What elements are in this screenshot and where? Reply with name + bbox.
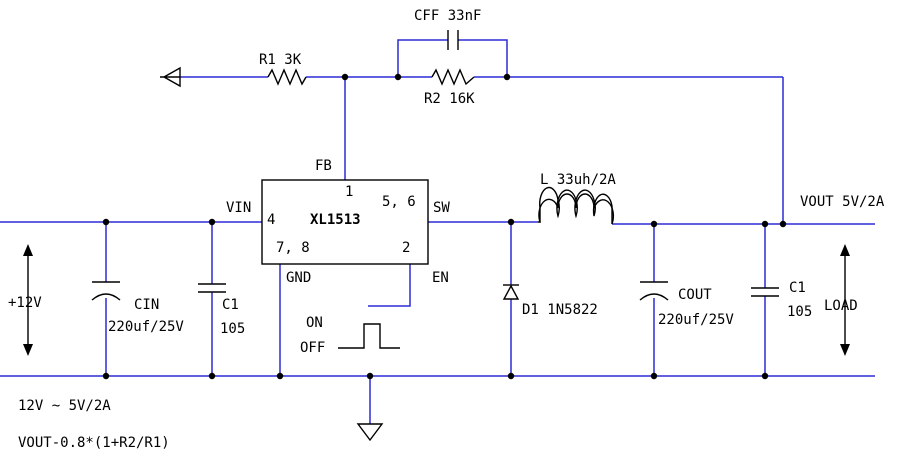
c1-right-capacitor-icon — [751, 287, 779, 297]
c1-left-name-label: C1 — [222, 297, 239, 313]
ic-box — [261, 179, 429, 265]
c1-left-capacitor-icon — [198, 283, 226, 293]
junction-c1r-bottom — [761, 372, 769, 380]
ic-pin56-label: 5, 6 — [382, 194, 416, 210]
c1-right-value-label: 105 — [787, 304, 812, 320]
ic-pin2-label: 2 — [402, 240, 410, 256]
ground-icon — [356, 423, 384, 442]
cout-value-label: 220uf/25V — [658, 312, 734, 328]
cout-capacitor-icon — [639, 281, 669, 301]
junction-d1-bottom — [507, 372, 515, 380]
vin-label: VIN — [226, 200, 251, 216]
en-label: EN — [432, 270, 449, 286]
junction-ground — [366, 372, 374, 380]
on-off-pulse-icon — [338, 323, 400, 349]
wire-cff-left — [397, 39, 448, 77]
load-arrow-icon — [840, 244, 850, 356]
junction-cff-right — [503, 73, 511, 81]
c1-left-value-label: 105 — [220, 321, 245, 337]
input-voltage-arrow-icon — [23, 244, 33, 356]
junction-cin-top — [102, 218, 110, 226]
formula-label: VOUT-0.8*(1+R2/R1) — [18, 435, 170, 451]
junction-d1-top — [507, 218, 515, 226]
fb-label: FB — [315, 158, 332, 174]
junction-cout-bottom — [650, 372, 658, 380]
on-label: ON — [306, 315, 323, 331]
sw-label: SW — [433, 200, 450, 216]
wires — [0, 39, 875, 424]
r2-label: R2 16K — [424, 91, 475, 107]
ic-pin1-label: 1 — [345, 184, 353, 200]
spec-label: 12V ~ 5V/2A — [18, 398, 111, 414]
inductor-icon — [538, 186, 615, 225]
cff-capacitor-icon — [447, 30, 459, 50]
cout-name-label: COUT — [678, 287, 712, 303]
gnd-label: GND — [286, 270, 311, 286]
d1-label: D1 1N5822 — [522, 302, 598, 318]
junction-cff-left — [394, 73, 402, 81]
d1-diode-icon — [502, 284, 520, 300]
wire-en — [368, 264, 411, 307]
junction-c1r-top — [761, 220, 769, 228]
vout-label: VOUT 5V/2A — [800, 194, 885, 210]
cin-name-label: CIN — [134, 297, 159, 313]
junction-feedback — [779, 220, 787, 228]
junctions — [102, 73, 787, 380]
junction-cout-top — [650, 220, 658, 228]
inductor-label: L 33uh/2A — [540, 172, 616, 188]
junction-gnd-pin — [276, 372, 284, 380]
wire-cff-right — [458, 39, 508, 77]
load-label: LOAD — [824, 298, 858, 314]
junction-c1l-top — [208, 218, 216, 226]
ic-pin4-label: 4 — [267, 212, 275, 228]
cff-label: CFF 33nF — [414, 8, 481, 24]
r1-label: R1 3K — [259, 52, 302, 68]
r1-resistor-icon — [267, 68, 307, 86]
ic-name-label: XL1513 — [310, 212, 361, 228]
c1-right-name-label: C1 — [789, 280, 806, 296]
off-label: OFF — [300, 340, 325, 356]
input-voltage-label: +12V — [8, 295, 42, 311]
cin-capacitor-icon — [91, 281, 121, 301]
r2-resistor-icon — [431, 68, 475, 86]
output-arrow-icon — [160, 66, 181, 88]
junction-cin-bottom — [102, 372, 110, 380]
ic-pin78-label: 7, 8 — [276, 240, 310, 256]
junction-c1l-bottom — [208, 372, 216, 380]
junction-fb — [341, 73, 349, 81]
cin-value-label: 220uf/25V — [108, 319, 184, 335]
